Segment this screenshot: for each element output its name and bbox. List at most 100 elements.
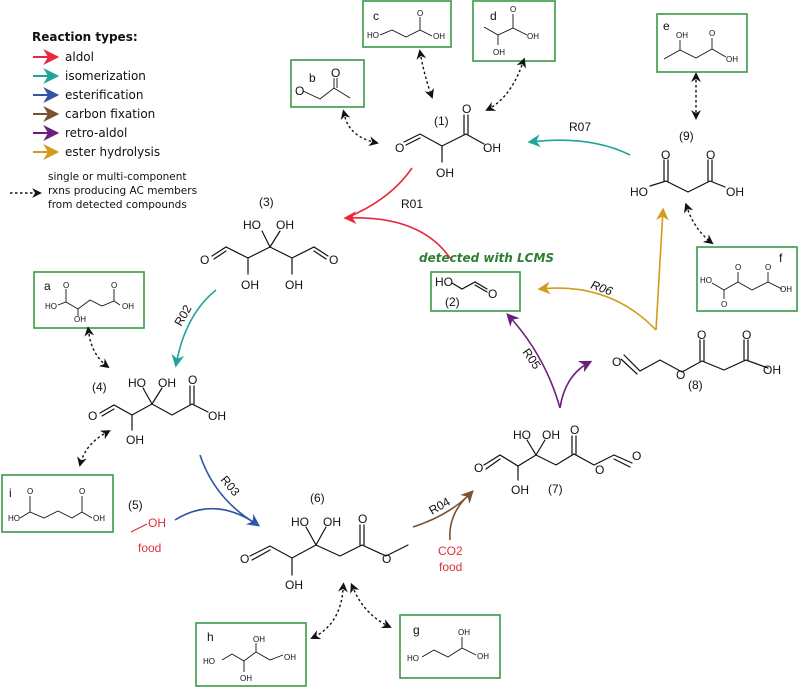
atom: O bbox=[462, 102, 471, 116]
atom: O bbox=[570, 423, 579, 437]
atom: OH bbox=[477, 652, 489, 661]
atom: O bbox=[612, 355, 621, 369]
reaction-arrow bbox=[537, 281, 657, 331]
bond bbox=[261, 230, 271, 248]
dashed-link-9-f bbox=[684, 202, 714, 245]
atom: O bbox=[661, 148, 670, 162]
box-letter: i bbox=[9, 486, 12, 500]
bond bbox=[251, 549, 271, 561]
atom: OH bbox=[148, 516, 166, 530]
atom: OH bbox=[511, 483, 529, 497]
dashed-link-d-1 bbox=[485, 57, 526, 111]
box-border bbox=[656, 13, 748, 73]
legend-item-dashed: single or multi-component rxns producing… bbox=[10, 171, 197, 211]
bond bbox=[613, 458, 631, 468]
atom: HO bbox=[435, 275, 453, 289]
legend-title: Reaction types: bbox=[32, 30, 138, 44]
box-border bbox=[430, 271, 521, 312]
atom: OH bbox=[122, 302, 134, 311]
dashed-link-6-g bbox=[350, 582, 392, 629]
atom: HO bbox=[367, 31, 379, 40]
compound-8: (8) O O O O OH bbox=[612, 328, 781, 392]
dashed-link-4-i bbox=[77, 430, 111, 467]
compound-5: (5) OH food bbox=[128, 498, 166, 555]
legend-item-aldol: aldol bbox=[33, 49, 94, 65]
bond bbox=[269, 230, 281, 248]
bond bbox=[711, 281, 783, 291]
atom: OH bbox=[527, 32, 539, 41]
bond bbox=[142, 387, 153, 405]
atom: OH bbox=[284, 653, 296, 662]
reaction-arrow bbox=[559, 360, 593, 409]
atom: OH bbox=[780, 285, 792, 294]
bond bbox=[57, 299, 121, 310]
legend: Reaction types: aldol isomerization este… bbox=[10, 30, 197, 211]
atom: O bbox=[382, 552, 391, 566]
atom: O bbox=[676, 368, 685, 382]
atom: O bbox=[331, 66, 340, 80]
legend-item-isomerization: isomerization bbox=[33, 68, 146, 84]
atom: O bbox=[742, 328, 751, 342]
box-letter: a bbox=[44, 279, 51, 293]
legend-label: retro-aldol bbox=[65, 126, 127, 140]
atom: OH bbox=[285, 578, 303, 592]
atom: OH bbox=[763, 363, 781, 377]
atom: O bbox=[765, 263, 771, 272]
box-border bbox=[399, 614, 501, 679]
dashed-links bbox=[77, 49, 714, 640]
compound-box-a: a HO O OH O OH bbox=[33, 271, 145, 329]
food-label: food bbox=[439, 560, 462, 574]
atom: O bbox=[27, 487, 33, 496]
box-border bbox=[195, 622, 307, 687]
atom: O bbox=[488, 287, 497, 301]
bond bbox=[151, 387, 163, 405]
compound-9: (9) O O HO OH bbox=[630, 129, 744, 199]
reaction-arrow bbox=[527, 134, 631, 156]
atom: O bbox=[240, 552, 249, 566]
atom: OH bbox=[208, 409, 226, 423]
legend-note-line: rxns producing AC members bbox=[48, 185, 197, 197]
atom: HO bbox=[45, 302, 57, 311]
bond bbox=[483, 26, 528, 36]
compound-box-d: d O OH OH bbox=[472, 0, 556, 62]
bond bbox=[99, 403, 209, 416]
compound-7: (7) O HO OH O O O OH bbox=[474, 423, 641, 497]
reaction-label-R01: R01 bbox=[401, 197, 423, 211]
bond bbox=[451, 281, 488, 290]
bond bbox=[313, 250, 327, 260]
atom: OH bbox=[542, 428, 560, 442]
atom: OH bbox=[323, 515, 341, 529]
atom: OH bbox=[483, 141, 501, 155]
legend-label: ester hydrolysis bbox=[65, 145, 160, 159]
atom: O bbox=[88, 409, 97, 423]
compound-label-1: (1) bbox=[434, 114, 449, 128]
reaction-R03: R03 bbox=[174, 454, 261, 527]
legend-note-line: from detected compounds bbox=[48, 199, 187, 211]
atom: O bbox=[697, 328, 706, 342]
compound-box-2: HO O (2) bbox=[430, 271, 521, 312]
reaction-label-R05: R05 bbox=[520, 346, 544, 372]
compound-4: (4) O HO OH O OH OH bbox=[88, 373, 226, 447]
box-border bbox=[696, 246, 798, 312]
bond bbox=[130, 523, 148, 533]
reaction-arrow bbox=[506, 313, 561, 409]
dashed-link-c-1 bbox=[416, 49, 434, 99]
compound-box-i: i HO O O OH bbox=[1, 474, 114, 533]
atom: O bbox=[329, 253, 338, 267]
box-letter: c bbox=[373, 9, 379, 23]
reaction-arrow bbox=[343, 211, 451, 259]
box-letter: e bbox=[663, 19, 670, 33]
bond bbox=[221, 651, 284, 662]
atom: HO bbox=[630, 185, 648, 199]
compound-label-5: (5) bbox=[128, 498, 143, 512]
legend-label: carbon fixation bbox=[65, 107, 155, 121]
compound-label-6: (6) bbox=[310, 491, 325, 505]
bond bbox=[526, 439, 537, 456]
food-label: food bbox=[138, 541, 161, 555]
reaction-R01: R01 bbox=[343, 167, 451, 259]
atom: O bbox=[358, 512, 367, 526]
dashed-link-6-h bbox=[310, 582, 348, 640]
compound-label-7: (7) bbox=[548, 482, 563, 496]
bond bbox=[485, 458, 501, 470]
atom: HO bbox=[203, 657, 215, 666]
